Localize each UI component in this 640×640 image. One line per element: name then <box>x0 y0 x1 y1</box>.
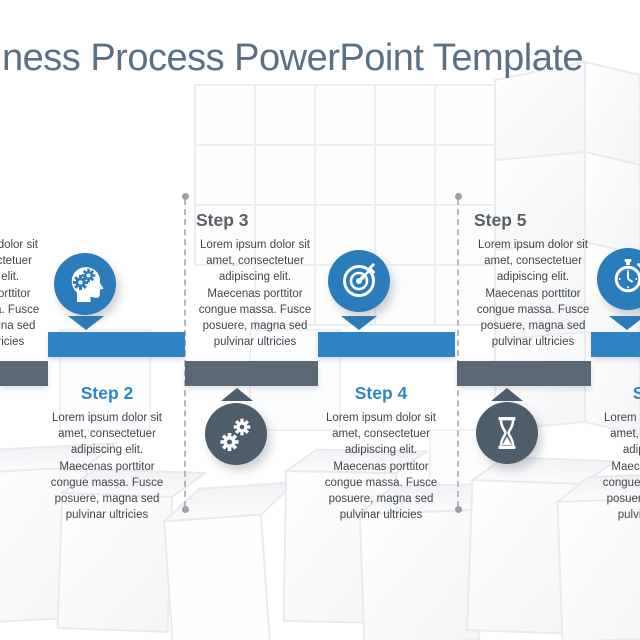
target-dart-icon <box>328 250 390 312</box>
step-4-block: Step 4 Lorem ipsum dolor sit amet, conse… <box>311 383 451 523</box>
step-3-block: Step 3 Lorem ipsum dolor sit amet, conse… <box>185 210 325 350</box>
step-5-block: Step 5 Lorem ipsum dolor sit amet, conse… <box>463 210 603 350</box>
step-1-description: Lorem ipsum dolor sit amet, consectetuer… <box>0 239 40 349</box>
separator-dot <box>455 506 462 513</box>
step-4-label: Step 4 <box>354 383 408 403</box>
separator-dot <box>182 193 189 200</box>
separator-dot <box>455 193 462 200</box>
stopwatch-icon <box>597 248 640 310</box>
step-2-description: Lorem ipsum dolor sit amet, consectetuer… <box>50 412 164 522</box>
pointer-up <box>491 388 523 401</box>
hourglass-icon <box>476 402 538 464</box>
separator-dot <box>182 506 189 513</box>
pointer-down <box>68 316 104 330</box>
step-5-label: Step 5 <box>474 210 527 230</box>
step-5-description: Lorem ipsum dolor sit amet, consectetuer… <box>476 239 590 349</box>
process-bar-slate-segment <box>0 361 48 386</box>
head-gears-icon <box>54 253 116 315</box>
step-2-label: Step 2 <box>80 383 134 403</box>
step-6-description: Lorem ipsum dolor sit amet, consectetuer… <box>602 412 640 522</box>
step-6-block: Step 6 Lorem ipsum dolor sit amet, conse… <box>589 383 640 523</box>
process-bar-slate-segment <box>457 361 591 386</box>
step-3-description: Lorem ipsum dolor sit amet, consectetuer… <box>198 239 312 349</box>
step-1-label: Step 1 <box>0 210 53 231</box>
pointer-down <box>609 316 640 330</box>
dashed-separator <box>455 193 462 513</box>
process-bar-blue-segment <box>591 332 640 357</box>
step-2-block: Step 2 Lorem ipsum dolor sit amet, conse… <box>37 383 177 523</box>
step-6-label: Step 6 <box>632 383 640 403</box>
step-4-description: Lorem ipsum dolor sit amet, consectetuer… <box>324 412 438 522</box>
step-3-label: Step 3 <box>196 210 249 230</box>
process-bar-blue-segment <box>48 332 185 357</box>
process-bar-blue-segment <box>318 332 455 357</box>
dashed-separator <box>182 193 189 513</box>
process-bar-slate-segment <box>185 361 318 386</box>
pointer-down <box>341 316 377 330</box>
pointer-up <box>221 388 253 401</box>
slide-title: ness Process PowerPoint Template <box>2 37 584 79</box>
gears-icon <box>205 403 267 465</box>
step-1-block: Step 1 Lorem ipsum dolor sit amet, conse… <box>0 210 53 350</box>
